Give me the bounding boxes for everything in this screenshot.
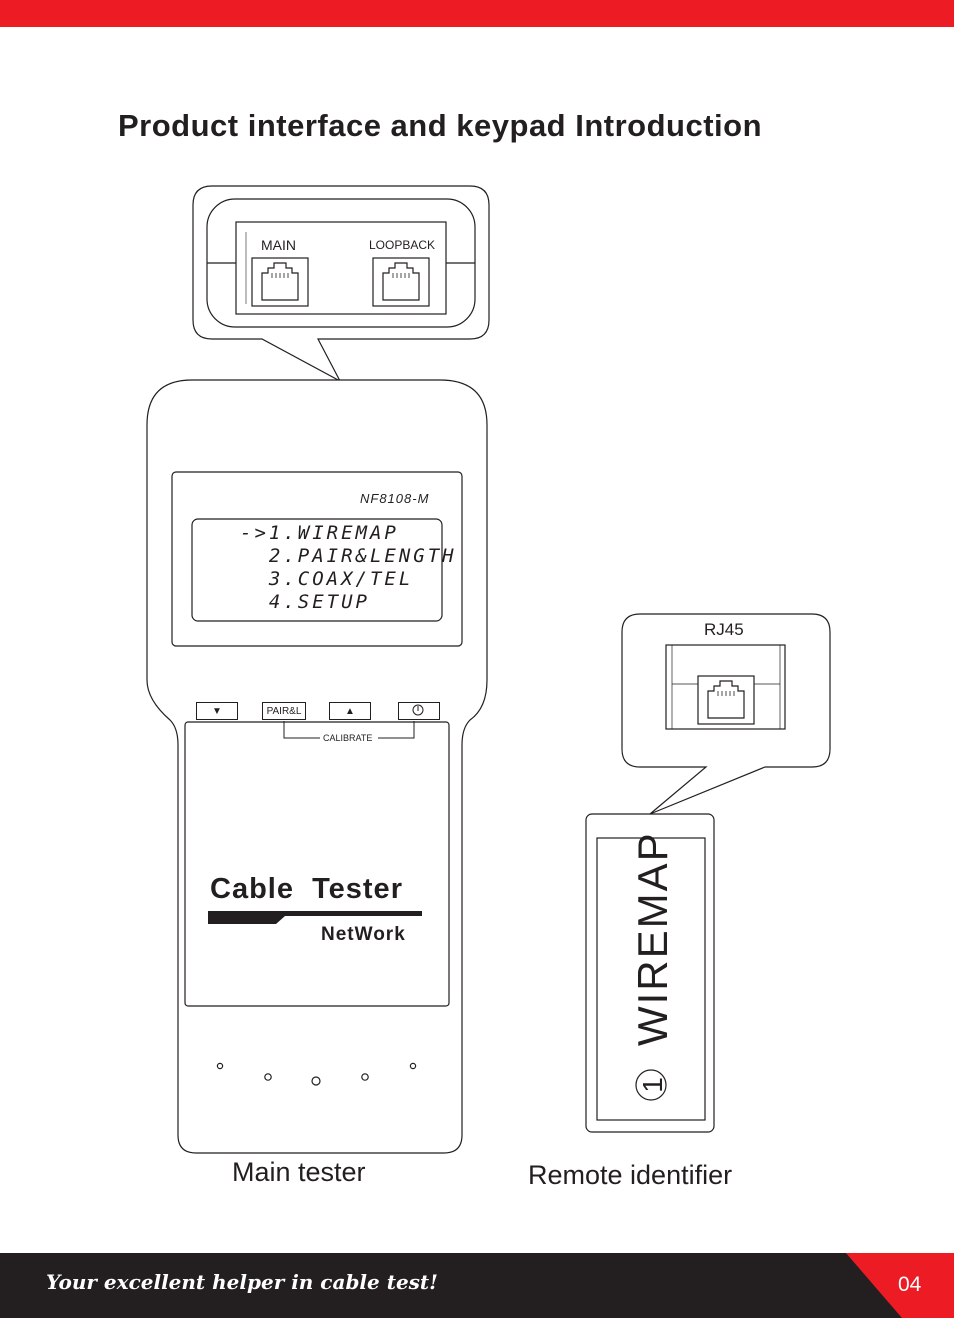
remote-callout-bubble xyxy=(621,613,831,815)
footer-tagline: Your excellent helper in cable test! xyxy=(46,1270,438,1294)
brand-title: Cable Tester xyxy=(210,873,403,905)
rj45-label: RJ45 xyxy=(704,620,744,639)
menu-item-setup: 4.SETUP xyxy=(240,591,370,613)
main-tester-caption: Main tester xyxy=(232,1157,366,1187)
remote-number-circle xyxy=(635,1069,667,1101)
remote-identifier-caption: Remote identifier xyxy=(528,1160,733,1190)
loopback-port-icon xyxy=(372,257,430,307)
footer-bar xyxy=(0,1253,954,1318)
calibrate-bracket xyxy=(283,721,415,739)
lcd-menu: ->1.WIREMAP 2.PAIR&LENGTH 3.COAX/TEL 4.S… xyxy=(240,522,457,614)
rj45-port-icon xyxy=(697,675,755,725)
main-port-label: MAIN xyxy=(261,237,296,253)
main-port-icon xyxy=(251,257,309,307)
model-label: NF8108-M xyxy=(360,491,430,506)
brand-subtitle: NetWork xyxy=(321,924,406,945)
up-key[interactable]: ▲ xyxy=(329,702,371,720)
page-number: 04 xyxy=(898,1273,922,1296)
remote-number: 1 xyxy=(637,1077,668,1093)
menu-item-wiremap: ->1.WIREMAP xyxy=(240,522,399,544)
display-bezel xyxy=(171,471,463,647)
calibrate-label: CALIBRATE xyxy=(323,733,373,743)
power-icon xyxy=(412,704,424,716)
remote-vertical-label: WIREMAP xyxy=(629,831,676,1046)
pair-length-key[interactable]: PAIR&L xyxy=(262,702,306,720)
loopback-port-label: LOOPBACK xyxy=(369,238,436,252)
brand-swoosh xyxy=(208,911,422,924)
menu-item-pair-length: 2.PAIR&LENGTH xyxy=(240,545,457,567)
page-title: Product interface and keypad Introductio… xyxy=(118,108,763,143)
remote-identifier-body xyxy=(585,813,715,1133)
menu-item-coax-tel: 3.COAX/TEL xyxy=(240,568,414,590)
top-accent-bar xyxy=(0,0,954,27)
main-callout-bubble xyxy=(192,185,490,383)
lcd-screen xyxy=(191,518,443,622)
down-key[interactable]: ▼ xyxy=(196,702,238,720)
main-tester-body xyxy=(146,379,488,1154)
power-key[interactable] xyxy=(398,702,440,720)
faceplate xyxy=(184,721,450,1007)
